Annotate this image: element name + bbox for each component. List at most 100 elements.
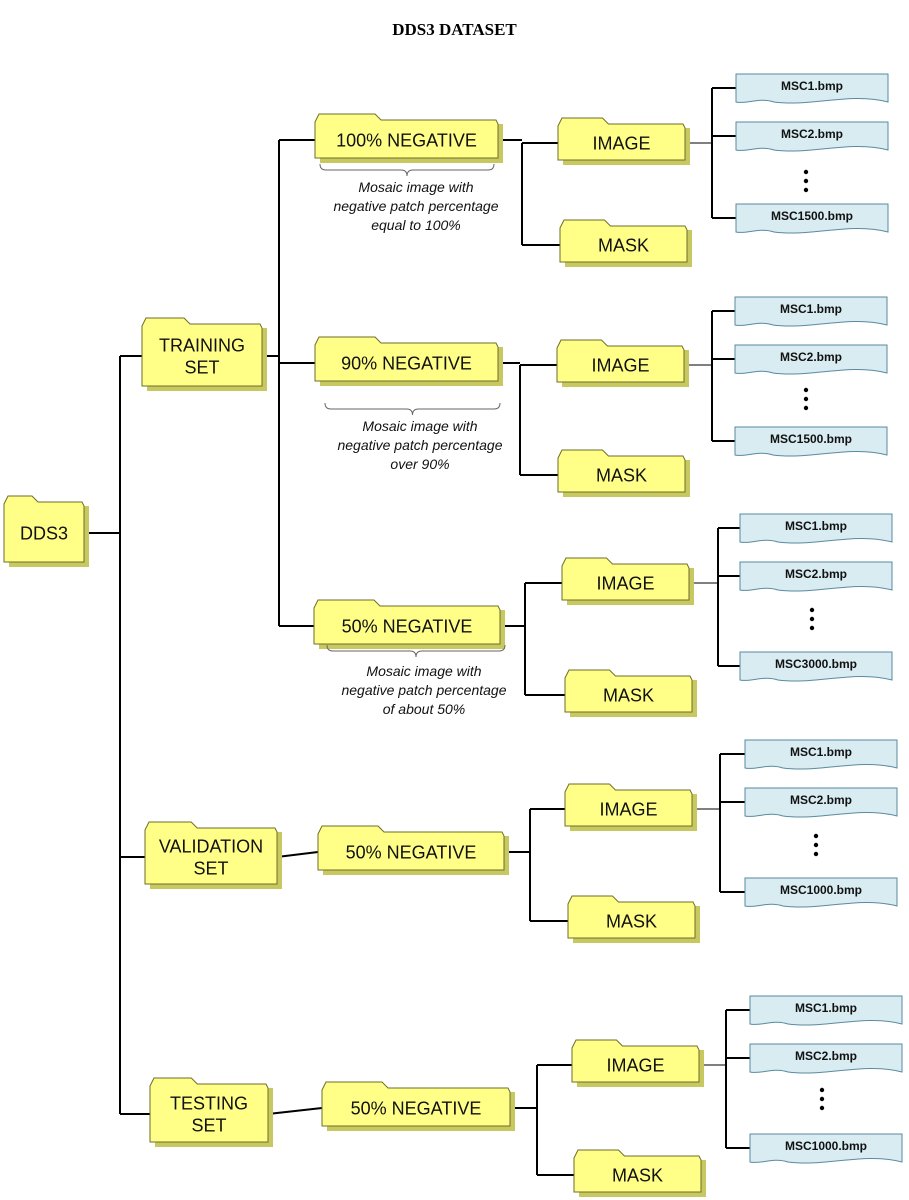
file-document-icon — [749, 995, 903, 1026]
negative-group-folder-label: 50% NEGATIVE — [346, 842, 477, 862]
file-document-icon — [739, 561, 893, 592]
file-item[interactable]: MSC1.bmp — [744, 739, 898, 770]
file-item[interactable]: MSC2.bmp — [739, 561, 893, 592]
ellipsis-dot — [803, 387, 809, 393]
file-item[interactable]: MSC2.bmp — [749, 1043, 903, 1074]
set-folder-label: SET — [193, 858, 228, 878]
file-item[interactable]: MSC2.bmp — [735, 121, 889, 152]
group-note-line: over 90% — [390, 456, 449, 472]
ellipsis-dot — [813, 851, 819, 857]
file-document-icon — [735, 73, 889, 104]
group-note-line: equal to 100% — [371, 217, 461, 233]
image-folder[interactable]: IMAGE — [561, 557, 694, 605]
curly-brace — [326, 644, 506, 658]
file-item[interactable]: MSC3000.bmp — [739, 651, 893, 682]
image-folder-label: IMAGE — [599, 799, 657, 819]
ellipsis-dot — [803, 187, 809, 193]
ellipsis-dot — [813, 842, 819, 848]
file-item[interactable]: MSC2.bmp — [744, 787, 898, 818]
image-folder[interactable]: IMAGE — [556, 339, 689, 387]
ellipsis-dot — [813, 833, 819, 839]
file-name: MSC2.bmp — [781, 127, 843, 141]
ellipsis-dot — [803, 396, 809, 402]
folder-icon — [317, 825, 505, 871]
negative-group-folder-label: 50% NEGATIVE — [342, 616, 473, 636]
file-document-icon — [735, 203, 889, 234]
mask-folder[interactable]: MASK — [567, 895, 700, 943]
image-folder[interactable]: IMAGE — [557, 117, 690, 165]
file-document-icon — [749, 1043, 903, 1074]
file-item[interactable]: MSC1.bmp — [735, 73, 889, 104]
file-name: MSC1.bmp — [795, 1001, 857, 1015]
folder-icon — [321, 1081, 511, 1127]
file-name: MSC1500.bmp — [771, 209, 853, 223]
set-folder-label: SET — [184, 357, 219, 377]
file-item[interactable]: MSC1.bmp — [749, 995, 903, 1026]
mask-folder-label: MASK — [612, 1165, 663, 1185]
root-folder[interactable]: DDS3 — [3, 495, 89, 567]
file-document-icon — [744, 739, 898, 770]
folder-icon — [313, 599, 501, 645]
image-folder-label: IMAGE — [606, 1055, 664, 1075]
mask-folder-label: MASK — [606, 911, 657, 931]
folder-icon — [556, 339, 685, 383]
file-document-icon — [739, 513, 893, 544]
ellipsis-dot — [819, 1096, 825, 1102]
negative-group-folder[interactable]: 90% NEGATIVE — [314, 336, 503, 386]
folder-icon — [149, 1077, 269, 1143]
folder-icon — [557, 117, 686, 161]
mask-folder[interactable]: MASK — [564, 669, 697, 717]
mask-folder[interactable]: MASK — [573, 1149, 706, 1197]
negative-group-folder[interactable]: 50% NEGATIVE — [313, 599, 505, 649]
file-item[interactable]: MSC1.bmp — [734, 296, 888, 327]
group-note-line: Mosaic image with — [358, 179, 473, 195]
mask-folder[interactable]: MASK — [557, 449, 690, 497]
file-document-icon — [739, 651, 893, 682]
negative-group-folder[interactable]: 50% NEGATIVE — [321, 1081, 515, 1131]
folder-icon — [141, 317, 263, 387]
file-item[interactable]: MSC1500.bmp — [734, 426, 888, 457]
file-item[interactable]: MSC1.bmp — [739, 513, 893, 544]
folder-icon — [567, 895, 696, 939]
folder-icon — [561, 557, 690, 601]
image-folder-label: IMAGE — [596, 573, 654, 593]
image-folder-label: IMAGE — [592, 133, 650, 153]
curly-brace — [319, 163, 495, 177]
group-note-line: negative patch percentage — [337, 437, 502, 453]
mask-folder-label: MASK — [598, 235, 649, 255]
negative-group-folder-label: 90% NEGATIVE — [341, 353, 472, 373]
file-item[interactable]: MSC1000.bmp — [749, 1133, 903, 1164]
file-document-icon — [734, 344, 888, 375]
ellipsis-dot — [809, 607, 815, 613]
set-folder-label: TESTING — [170, 1093, 248, 1113]
file-document-icon — [735, 121, 889, 152]
negative-group-folder-label: 50% NEGATIVE — [351, 1098, 482, 1118]
mask-folder[interactable]: MASK — [559, 219, 692, 267]
folder-icon — [557, 449, 686, 493]
folder-icon — [314, 336, 499, 382]
folder-icon — [559, 219, 688, 263]
file-item[interactable]: MSC1500.bmp — [735, 203, 889, 234]
group-note-line: Mosaic image with — [362, 418, 477, 434]
file-name: MSC1.bmp — [780, 302, 842, 316]
ellipsis-dot — [819, 1105, 825, 1111]
set-folder-label: TRAINING — [159, 335, 245, 355]
folder-icon — [564, 783, 693, 827]
mask-folder-label: MASK — [596, 465, 647, 485]
folder-icon — [314, 113, 499, 159]
image-folder[interactable]: IMAGE — [571, 1039, 704, 1087]
group-note-line: negative patch percentage — [341, 682, 506, 698]
file-item[interactable]: MSC2.bmp — [734, 344, 888, 375]
ellipsis-dot — [803, 169, 809, 175]
negative-group-folder[interactable]: 100% NEGATIVE — [314, 113, 503, 163]
negative-group-folder[interactable]: 50% NEGATIVE — [317, 825, 509, 875]
folder-icon — [3, 495, 85, 563]
mask-folder-label: MASK — [603, 685, 654, 705]
image-folder[interactable]: IMAGE — [564, 783, 697, 831]
folder-icon — [571, 1039, 700, 1083]
file-item[interactable]: MSC1000.bmp — [744, 877, 898, 908]
diagram-title: DDS3 DATASET — [392, 20, 517, 39]
